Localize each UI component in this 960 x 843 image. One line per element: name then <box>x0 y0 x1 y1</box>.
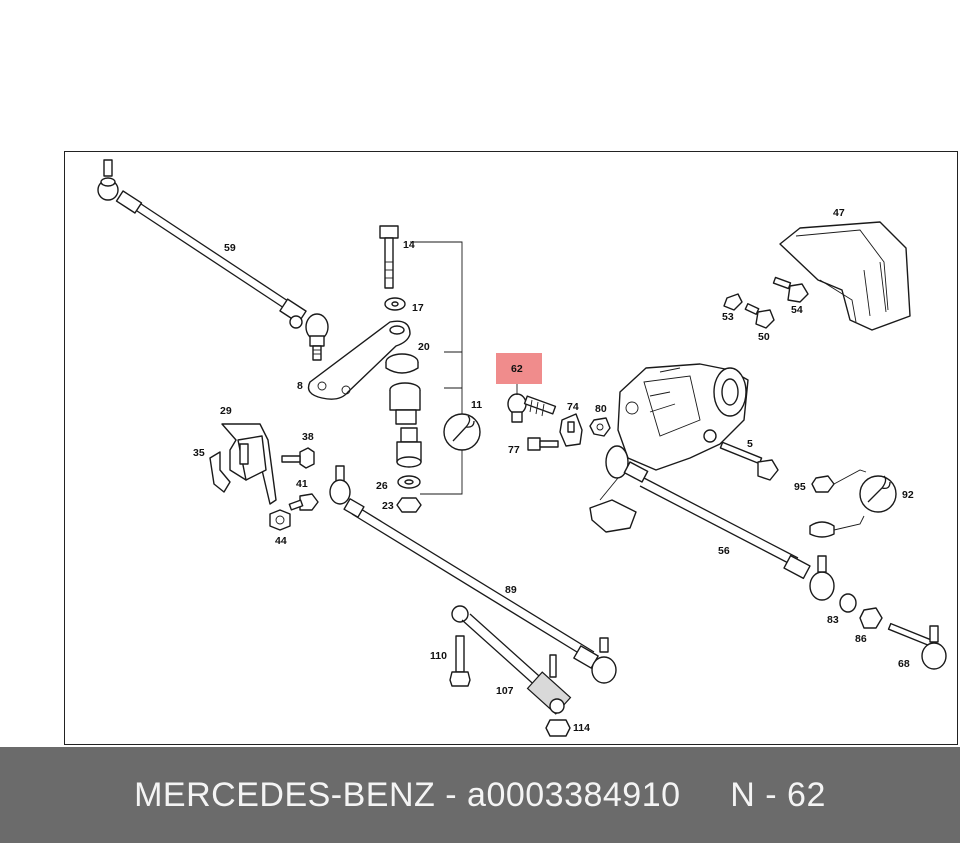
label-29: 29 <box>220 405 232 417</box>
steering-damper-107[interactable] <box>449 605 572 737</box>
part-74-80-77[interactable] <box>527 413 611 451</box>
highlight-box <box>496 353 542 384</box>
label-59: 59 <box>224 242 236 254</box>
label-95: 95 <box>794 481 806 493</box>
label-38: 38 <box>302 431 314 443</box>
label-44: 44 <box>275 535 287 547</box>
label-92: 92 <box>902 489 914 501</box>
label-53: 53 <box>722 311 734 323</box>
label-74: 74 <box>567 401 579 413</box>
tie-rod-59[interactable] <box>97 159 329 361</box>
label-54: 54 <box>791 304 803 316</box>
part-number: a0003384910 <box>467 775 681 814</box>
ball-joint-62[interactable] <box>496 353 557 423</box>
label-11: 11 <box>471 399 482 411</box>
label-83: 83 <box>827 614 839 626</box>
tie-rod-56[interactable] <box>623 461 835 601</box>
label-41: 41 <box>296 478 308 490</box>
diagram-ref: N - 62 <box>730 775 826 814</box>
label-5: 5 <box>747 438 753 450</box>
part-83-86-68[interactable] <box>839 593 947 670</box>
separator: - <box>435 775 468 814</box>
steering-gear-box[interactable] <box>589 363 749 533</box>
label-17: 17 <box>412 302 424 314</box>
parts-diagram: 59 14 17 20 8 11 62 74 80 77 29 35 38 41… <box>97 159 947 737</box>
label-14: 14 <box>403 239 415 251</box>
label-110: 110 <box>430 650 447 662</box>
footer-caption: MERCEDES-BENZ - a0003384910 N - 62 <box>134 776 826 815</box>
bracket-47[interactable] <box>723 221 911 331</box>
label-23: 23 <box>382 500 394 512</box>
brand-name: MERCEDES-BENZ <box>134 775 436 814</box>
label-86: 86 <box>855 633 867 645</box>
label-80: 80 <box>595 403 607 415</box>
gap <box>681 776 731 814</box>
bolt-5[interactable] <box>719 441 779 481</box>
label-77: 77 <box>508 444 520 456</box>
label-8: 8 <box>297 380 303 392</box>
bracket-29-35[interactable] <box>209 423 319 531</box>
label-26: 26 <box>376 480 388 492</box>
label-68: 68 <box>898 658 910 670</box>
part-95-92[interactable] <box>809 469 897 538</box>
label-89: 89 <box>505 584 517 596</box>
footer-bar: MERCEDES-BENZ - a0003384910 N - 62 <box>0 747 960 843</box>
label-20: 20 <box>418 341 430 353</box>
label-35: 35 <box>193 447 205 459</box>
idler-arm-assembly[interactable] <box>307 225 481 513</box>
label-50: 50 <box>758 331 770 343</box>
label-107: 107 <box>496 685 514 697</box>
label-47: 47 <box>833 207 845 219</box>
drag-link-89[interactable] <box>329 465 617 684</box>
label-114: 114 <box>573 722 590 734</box>
label-56: 56 <box>718 545 730 557</box>
label-62: 62 <box>511 363 523 375</box>
